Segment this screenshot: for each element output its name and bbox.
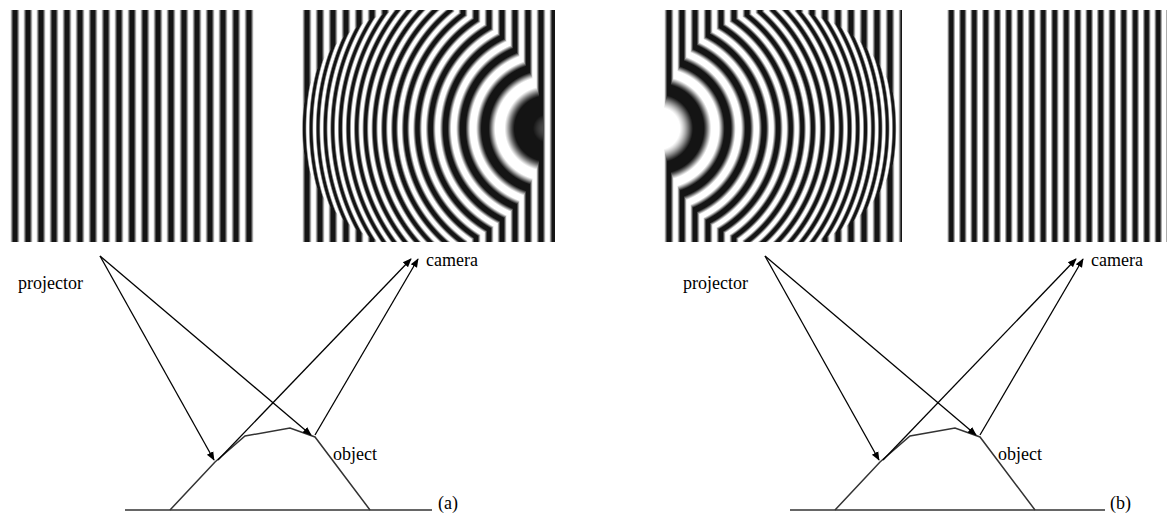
panel-label: (b) [1110,493,1131,513]
light-ray [100,256,311,435]
light-ray [218,259,411,460]
base-line [790,509,1105,511]
light-ray [883,259,1076,460]
object-label: object [333,444,377,464]
device-label: camera [1091,250,1143,270]
camera-pattern [945,10,1167,242]
light-ray [980,259,1083,435]
device-label: projector [18,273,83,293]
object-label: object [998,444,1042,464]
panel-label: (a) [438,493,458,513]
device-label: camera [426,250,478,270]
object-profile [170,428,370,510]
device-label: projector [683,273,748,293]
projector-pattern [8,10,255,242]
projector-pattern [662,10,902,242]
light-ray [315,259,418,435]
light-ray [765,256,976,435]
light-ray [765,256,879,460]
light-ray [100,256,214,460]
camera-pattern [300,10,555,242]
object-profile [835,428,1035,510]
